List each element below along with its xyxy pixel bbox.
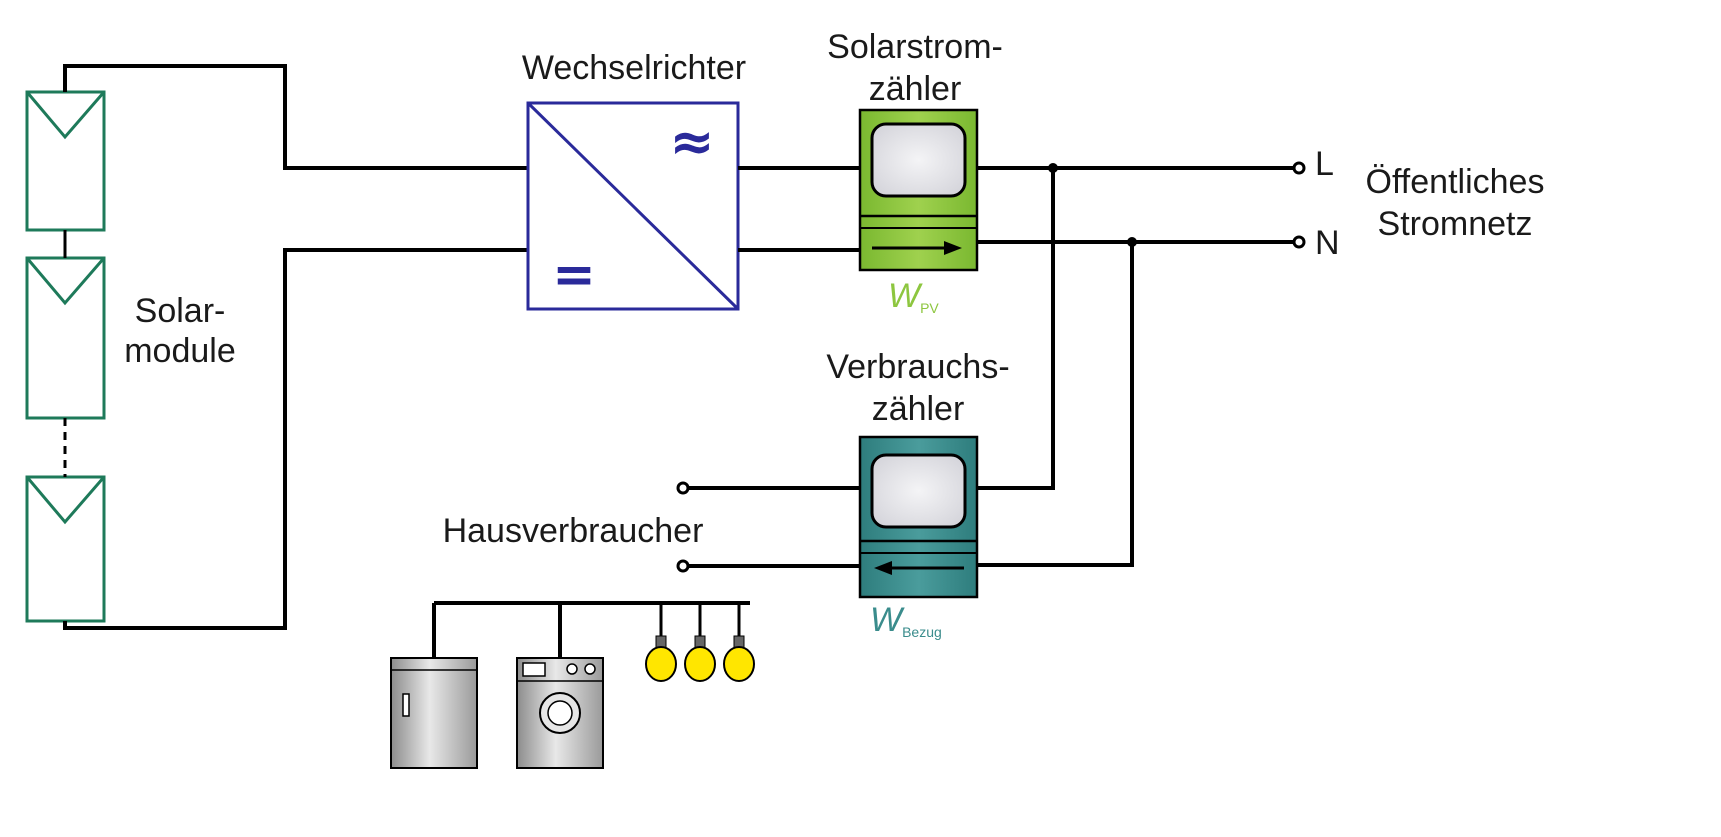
- consumption-meter-label-1: Verbrauchs-: [826, 348, 1009, 386]
- solar-meter-icon: [858, 108, 979, 272]
- house-terminal-1: [676, 481, 690, 495]
- consumption-meter-symbol: WBezug: [870, 601, 942, 640]
- l-terminal: [1292, 161, 1306, 175]
- consumption-n-wire: [977, 242, 1134, 567]
- light-bulb-icon: [723, 603, 755, 682]
- terminal-l-label: L: [1315, 145, 1334, 183]
- washing-machine-icon: [516, 657, 604, 769]
- solar-panel-icon: [25, 90, 106, 232]
- grid-label-2: Stromnetz: [1378, 205, 1533, 243]
- ac-symbol: ≈: [669, 110, 714, 173]
- inverter-label: Wechselrichter: [522, 49, 746, 87]
- terminal-n-label: N: [1315, 224, 1340, 262]
- solar-panel-icon: [25, 475, 106, 623]
- light-bulb-icon: [645, 603, 677, 682]
- light-bulb-icon: [684, 603, 716, 682]
- inverter-icon: ≈ =: [526, 101, 740, 311]
- solar-modules-label-2: module: [124, 332, 236, 370]
- solar-meter-label-1: Solarstrom-: [827, 28, 1003, 66]
- dc-minus-wire: [63, 248, 528, 630]
- dc-plus-wire: [63, 64, 528, 170]
- grid-label-1: Öffentliches: [1366, 163, 1545, 201]
- n-terminal: [1292, 235, 1306, 249]
- consumption-meter-icon: [858, 435, 979, 599]
- solar-meter-label-2: zähler: [869, 70, 962, 108]
- solar-modules-label-1: Solar-: [135, 292, 226, 330]
- consumption-meter-label-2: zähler: [872, 390, 965, 428]
- household-label: Hausverbraucher: [443, 512, 704, 550]
- dc-symbol: =: [552, 245, 596, 305]
- house-terminal-2: [676, 559, 690, 573]
- consumption-l-wire: [977, 168, 1055, 490]
- solar-module-string: [25, 90, 106, 623]
- solar-meter-symbol: WPV: [888, 277, 939, 316]
- fridge-icon: [390, 657, 478, 769]
- solar-panel-icon: [25, 256, 106, 420]
